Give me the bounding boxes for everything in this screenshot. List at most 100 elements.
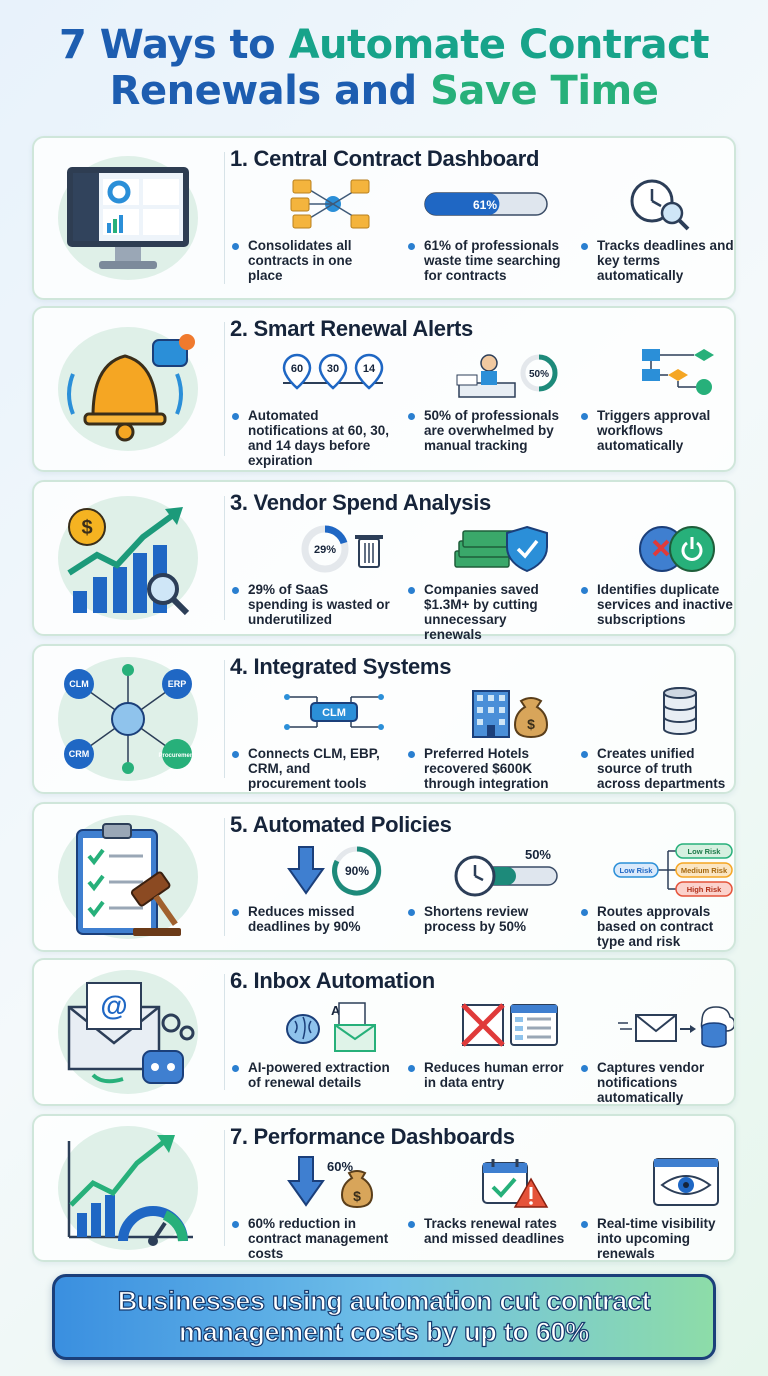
spend-growth-icon: $ bbox=[48, 492, 208, 624]
svg-text:$: $ bbox=[81, 517, 92, 539]
banner-line: management costs by up to 60% bbox=[178, 1316, 589, 1347]
section-item: Creates unified source of truth across d… bbox=[579, 684, 739, 791]
section-item: 50% 50% of professionals are overwhelmed… bbox=[406, 346, 566, 453]
section-title: 1. Central Contract Dashboard bbox=[230, 146, 540, 171]
section-title: 4. Integrated Systems bbox=[230, 654, 452, 679]
title-part: Automate Contract bbox=[288, 22, 710, 68]
svg-text:$: $ bbox=[353, 1188, 361, 1204]
item-text: 61% of professionals waste time searchin… bbox=[406, 238, 566, 283]
banner-line: Businesses using automation cut contract bbox=[117, 1285, 651, 1316]
section-item: Tracks deadlines and key terms automatic… bbox=[579, 176, 739, 283]
page-title: 7 Ways to Automate Contract Renewals and… bbox=[0, 22, 768, 114]
ai-brain-mail-icon: AI bbox=[230, 998, 390, 1054]
section-item: 60% $ 60% reduction in contract manageme… bbox=[230, 1154, 390, 1261]
divider bbox=[224, 152, 225, 284]
section-item: Companies saved $1.3M+ by cutting unnece… bbox=[406, 520, 566, 642]
item-text: Reduces human error in data entry bbox=[406, 1060, 566, 1090]
section-card-5: 5. Automated Policies 90% Reduces missed… bbox=[32, 802, 736, 952]
divider bbox=[224, 974, 225, 1090]
item-text: Automated notifications at 60, 30, and 1… bbox=[230, 408, 390, 468]
section-item: AI AI-powered extraction of renewal deta… bbox=[230, 998, 390, 1090]
money-shield-icon bbox=[406, 520, 566, 576]
title-part: 7 Ways to bbox=[59, 22, 289, 68]
eye-screen-icon bbox=[579, 1154, 739, 1210]
calendar-warning-icon bbox=[406, 1154, 566, 1210]
item-text: Routes approvals based on contract type … bbox=[579, 904, 739, 949]
hero-label: CRM bbox=[69, 749, 90, 759]
progress-bar-icon: 61% bbox=[406, 176, 566, 232]
down-arrow-moneybag-icon: 60% $ bbox=[230, 1154, 390, 1210]
item-text: Companies saved $1.3M+ by cutting unnece… bbox=[406, 582, 566, 642]
svg-text:$: $ bbox=[527, 716, 535, 732]
integration-network-icon: CLM ERP CRM Procurement bbox=[48, 656, 208, 782]
clm-chip-icon: CLM bbox=[230, 684, 390, 740]
item-text: Consolidates all contracts in one place bbox=[230, 238, 390, 283]
hero-label: Procurement bbox=[158, 753, 195, 759]
item-text: Triggers approval workflows automaticall… bbox=[579, 408, 739, 453]
performance-gauge-icon bbox=[48, 1126, 208, 1250]
item-text: Tracks deadlines and key terms automatic… bbox=[579, 238, 739, 283]
item-text: 29% of SaaS spending is wasted or underu… bbox=[230, 582, 390, 627]
clipboard-gavel-icon bbox=[48, 814, 208, 940]
hero-label: ERP bbox=[168, 679, 187, 689]
risk-label: Low Risk bbox=[620, 866, 654, 875]
risk-label: Medium Risk bbox=[681, 866, 728, 875]
donut-label: 29% bbox=[314, 544, 336, 556]
section-item: Consolidates all contracts in one place bbox=[230, 176, 390, 283]
cancel-power-icon bbox=[579, 520, 739, 576]
section-card-7: 7. Performance Dashboards 60% $ 60% redu… bbox=[32, 1114, 736, 1262]
section-title: 2. Smart Renewal Alerts bbox=[230, 316, 473, 341]
section-item: Real-time visibility into upcoming renew… bbox=[579, 1154, 739, 1261]
donut-label: 50% bbox=[529, 369, 549, 380]
section-card-6: @ 6. Inbox Automation AI AI-powered extr… bbox=[32, 958, 736, 1106]
section-title: 7. Performance Dashboards bbox=[230, 1124, 515, 1149]
item-text: Shortens review process by 50% bbox=[406, 904, 566, 934]
progress-label: 61% bbox=[473, 198, 497, 212]
title-part: Save Time bbox=[430, 68, 659, 114]
section-card-1: 1. Central Contract Dashboard Consolidat… bbox=[32, 136, 736, 300]
monitor-dashboard-icon bbox=[48, 148, 208, 288]
pin-label: 60 bbox=[291, 363, 303, 375]
pin-label: 30 bbox=[327, 363, 339, 375]
item-text: Reduces missed deadlines by 90% bbox=[230, 904, 390, 934]
section-title: 5. Automated Policies bbox=[230, 812, 452, 837]
divider bbox=[224, 818, 225, 936]
section-item: Captures vendor notifications automatica… bbox=[579, 998, 739, 1105]
item-text: 50% of professionals are overwhelmed by … bbox=[406, 408, 566, 453]
map-pin-days-icon: 60 30 14 bbox=[230, 346, 390, 402]
item-text: Identifies duplicate services and inacti… bbox=[579, 582, 739, 627]
title-part: Renewals and bbox=[109, 68, 431, 114]
svg-text:@: @ bbox=[100, 990, 127, 1021]
item-text: Creates unified source of truth across d… bbox=[579, 746, 739, 791]
progress-label: 50% bbox=[525, 847, 551, 862]
clock-magnifier-icon bbox=[579, 176, 739, 232]
item-text: AI-powered extraction of renewal details bbox=[230, 1060, 390, 1090]
item-text: Tracks renewal rates and missed deadline… bbox=[406, 1216, 566, 1246]
clock-progress-icon: 50% bbox=[406, 842, 566, 898]
divider bbox=[224, 496, 225, 620]
item-text: Real-time visibility into upcoming renew… bbox=[579, 1216, 739, 1261]
section-title: 6. Inbox Automation bbox=[230, 968, 435, 993]
divider bbox=[224, 1130, 225, 1246]
section-item: 90% Reduces missed deadlines by 90% bbox=[230, 842, 390, 934]
database-icon bbox=[579, 684, 739, 740]
risk-label: High Risk bbox=[687, 885, 722, 894]
section-item: Low Risk Low Risk Medium Risk High Risk … bbox=[579, 842, 739, 949]
pin-label: 14 bbox=[363, 363, 376, 375]
down-arrow-gauge-icon: 90% bbox=[230, 842, 390, 898]
value-label: 60% bbox=[327, 1159, 353, 1174]
section-item: CLM Connects CLM, EBP, CRM, and procurem… bbox=[230, 684, 390, 791]
mail-robot-icon: @ bbox=[48, 970, 208, 1094]
donut-trash-icon: 29% bbox=[230, 520, 390, 576]
divider bbox=[224, 660, 225, 778]
gauge-label: 90% bbox=[345, 864, 369, 878]
item-text: Preferred Hotels recovered $600K through… bbox=[406, 746, 566, 791]
section-item: 29% 29% of SaaS spending is wasted or un… bbox=[230, 520, 390, 627]
error-form-icon bbox=[406, 998, 566, 1054]
risk-label: Low Risk bbox=[688, 847, 722, 856]
section-item: Triggers approval workflows automaticall… bbox=[579, 346, 739, 453]
section-item: 50% Shortens review process by 50% bbox=[406, 842, 566, 934]
bell-alert-icon bbox=[48, 318, 208, 460]
section-item: $ Preferred Hotels recovered $600K throu… bbox=[406, 684, 566, 791]
section-card-4: CLM ERP CRM Procurement 4. Integrated Sy… bbox=[32, 644, 736, 794]
